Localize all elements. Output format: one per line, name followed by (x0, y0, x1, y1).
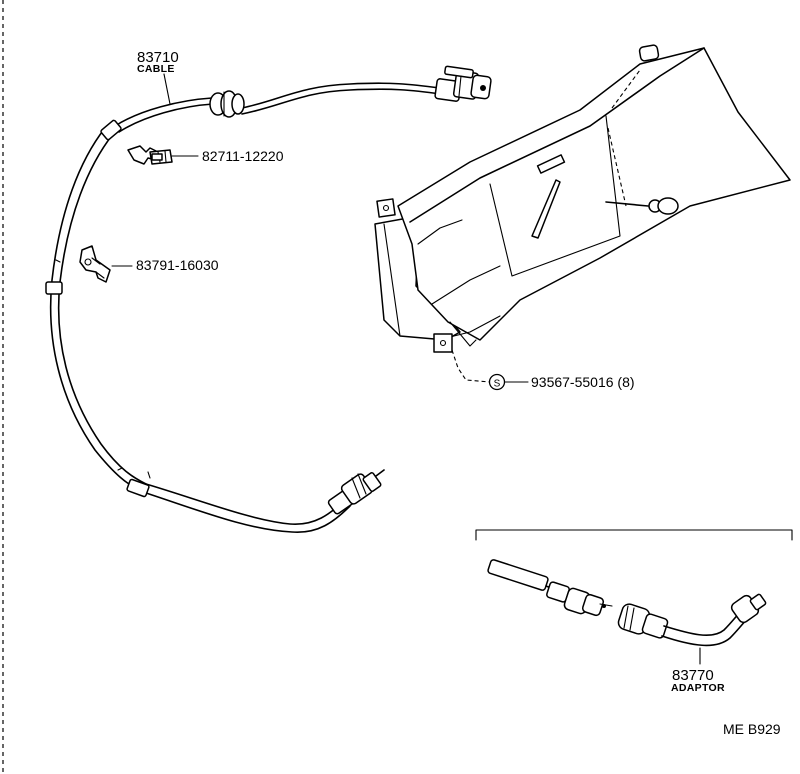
cable-part-name: CABLE (137, 63, 175, 75)
adaptor-part-number: 83770 (672, 667, 714, 684)
cable-part-number: 83710 (137, 49, 179, 66)
cable-grommet (209, 90, 245, 118)
clip-part-number: 82711-12220 (202, 148, 284, 164)
cable-transmission-end (327, 469, 385, 515)
cable-meter-connector (434, 65, 492, 102)
clip-82711-icon (127, 145, 199, 165)
screw-symbol: S (494, 379, 501, 390)
combination-meter (374, 44, 791, 353)
adaptor-part-name: ADAPTOR (671, 682, 725, 694)
diagram-code: ME B929 (723, 721, 781, 737)
bracket-part-number: 83791-16030 (136, 257, 219, 273)
screw-part-number: 93567-55016 (8) (531, 374, 635, 390)
speedometer-cable (45, 82, 442, 533)
adaptor-inset-bracket (475, 529, 793, 541)
bracket-83791-icon (79, 245, 133, 283)
screw-leader-line (451, 349, 491, 383)
adaptor-illustration (487, 559, 767, 665)
